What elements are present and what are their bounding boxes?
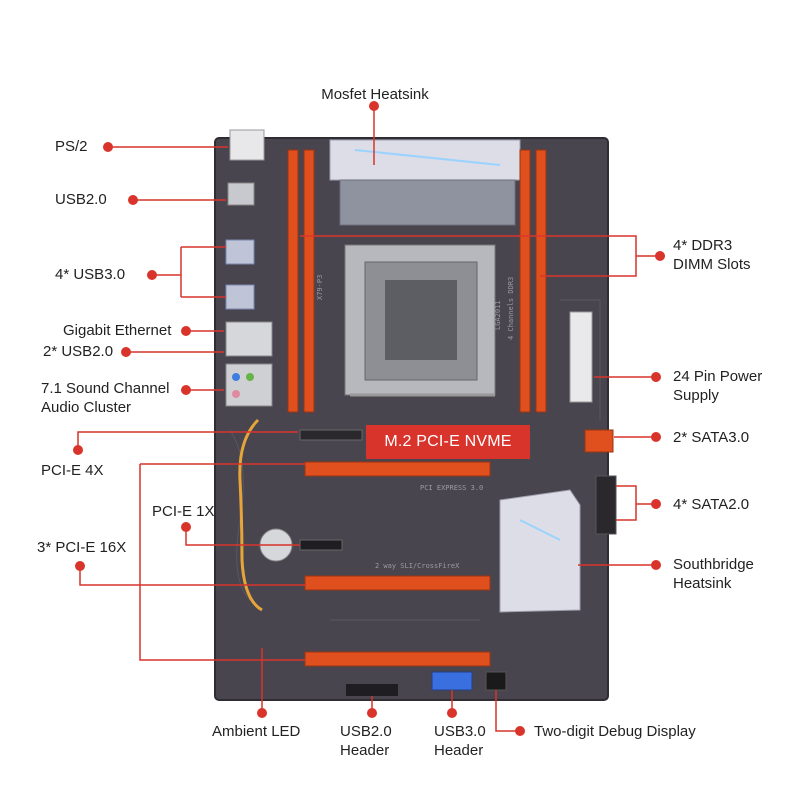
label-ps2: PS/2 bbox=[55, 138, 88, 155]
label-usb2: USB2.0 bbox=[55, 191, 107, 208]
pcie-1x-slot bbox=[299, 539, 343, 551]
dimm-slot bbox=[287, 149, 299, 413]
board-sli-text: 2 way SLI/CrossFireX bbox=[375, 562, 460, 570]
label-usb2-header-line2: Header bbox=[340, 742, 390, 759]
pcie-16x-slot bbox=[304, 651, 491, 667]
label-power-line1: 24 Pin Power bbox=[673, 368, 763, 385]
sata3-ports bbox=[584, 429, 614, 453]
label-usb3: 4* USB3.0 bbox=[55, 266, 126, 283]
southbridge-heatsink bbox=[499, 489, 581, 613]
m2-nvme-highlight: M.2 PCI-E NVME bbox=[366, 425, 530, 459]
pcie-16x-slot bbox=[304, 575, 491, 591]
dimm-slot bbox=[519, 149, 531, 413]
label-usb2-2x: 2* USB2.0 bbox=[43, 343, 114, 360]
ambient-led-strip bbox=[238, 418, 263, 612]
label-usb2-header: USB2.0 Header bbox=[340, 722, 392, 760]
dimm-slot bbox=[303, 149, 315, 413]
label-usb3-header-line1: USB3.0 bbox=[434, 723, 486, 740]
board-memory-text: 4 Channels DDR3 bbox=[507, 277, 515, 340]
label-24pin-power: 24 Pin Power Supply bbox=[673, 367, 762, 405]
board-socket-text: LGA2011 bbox=[494, 300, 502, 330]
usb2-header bbox=[346, 684, 398, 696]
label-pcie-1x: PCI-E 1X bbox=[152, 503, 215, 520]
board-pcie-text: PCI EXPRESS 3.0 bbox=[420, 484, 483, 492]
usb3-port-bottom bbox=[225, 284, 255, 310]
label-pcie-4x: PCI-E 4X bbox=[41, 462, 104, 479]
label-mosfet-heatsink: Mosfet Heatsink bbox=[321, 86, 429, 103]
mosfet-heatsink bbox=[329, 139, 521, 226]
label-sound: 7.1 Sound Channel Audio Cluster bbox=[41, 379, 169, 417]
label-southbridge: Southbridge Heatsink bbox=[673, 555, 754, 593]
label-ambient-led: Ambient LED bbox=[212, 723, 301, 740]
audio-cluster bbox=[225, 363, 273, 407]
label-ddr3-line1: 4* DDR3 bbox=[673, 237, 733, 254]
label-usb3-header: USB3.0 Header bbox=[434, 722, 486, 760]
label-pcie-16x: 3* PCI-E 16X bbox=[37, 539, 127, 556]
label-usb3-header-line2: Header bbox=[434, 742, 484, 759]
label-ddr3-line2: DIMM Slots bbox=[673, 256, 751, 273]
dimm-slot bbox=[535, 149, 547, 413]
pcie-16x-slots bbox=[304, 461, 491, 667]
label-sound-line1: 7.1 Sound Channel bbox=[41, 380, 170, 397]
label-power-line2: Supply bbox=[673, 387, 719, 404]
label-usb2-header-line1: USB2.0 bbox=[340, 723, 392, 740]
label-sata2: 4* SATA2.0 bbox=[673, 496, 750, 513]
pcie-16x-slot bbox=[304, 461, 491, 477]
debug-display bbox=[485, 671, 507, 691]
dimm-slots bbox=[287, 149, 547, 413]
sata2-ports bbox=[595, 475, 617, 535]
ps2-port bbox=[229, 129, 265, 161]
leader-dots bbox=[73, 101, 665, 736]
label-sound-line2: Audio Cluster bbox=[41, 399, 132, 416]
atx-24pin-connector bbox=[569, 311, 593, 403]
rear-io-panel bbox=[225, 129, 273, 407]
board-model-text: X79-P3 bbox=[316, 275, 324, 300]
usb2-port bbox=[227, 182, 255, 206]
label-sata3: 2* SATA3.0 bbox=[673, 429, 750, 446]
usb3-port-top bbox=[225, 239, 255, 265]
leader-lines bbox=[77, 106, 660, 732]
ethernet-port bbox=[225, 321, 273, 357]
cpu-socket bbox=[344, 244, 496, 397]
label-debug-display: Two-digit Debug Display bbox=[534, 723, 696, 740]
label-ddr3: 4* DDR3 DIMM Slots bbox=[673, 236, 751, 274]
label-south-line2: Heatsink bbox=[673, 575, 732, 592]
label-gigabit-ethernet: Gigabit Ethernet bbox=[63, 322, 172, 339]
usb3-header bbox=[431, 671, 473, 691]
label-south-line1: Southbridge bbox=[673, 556, 754, 573]
m2-slot bbox=[299, 429, 363, 441]
